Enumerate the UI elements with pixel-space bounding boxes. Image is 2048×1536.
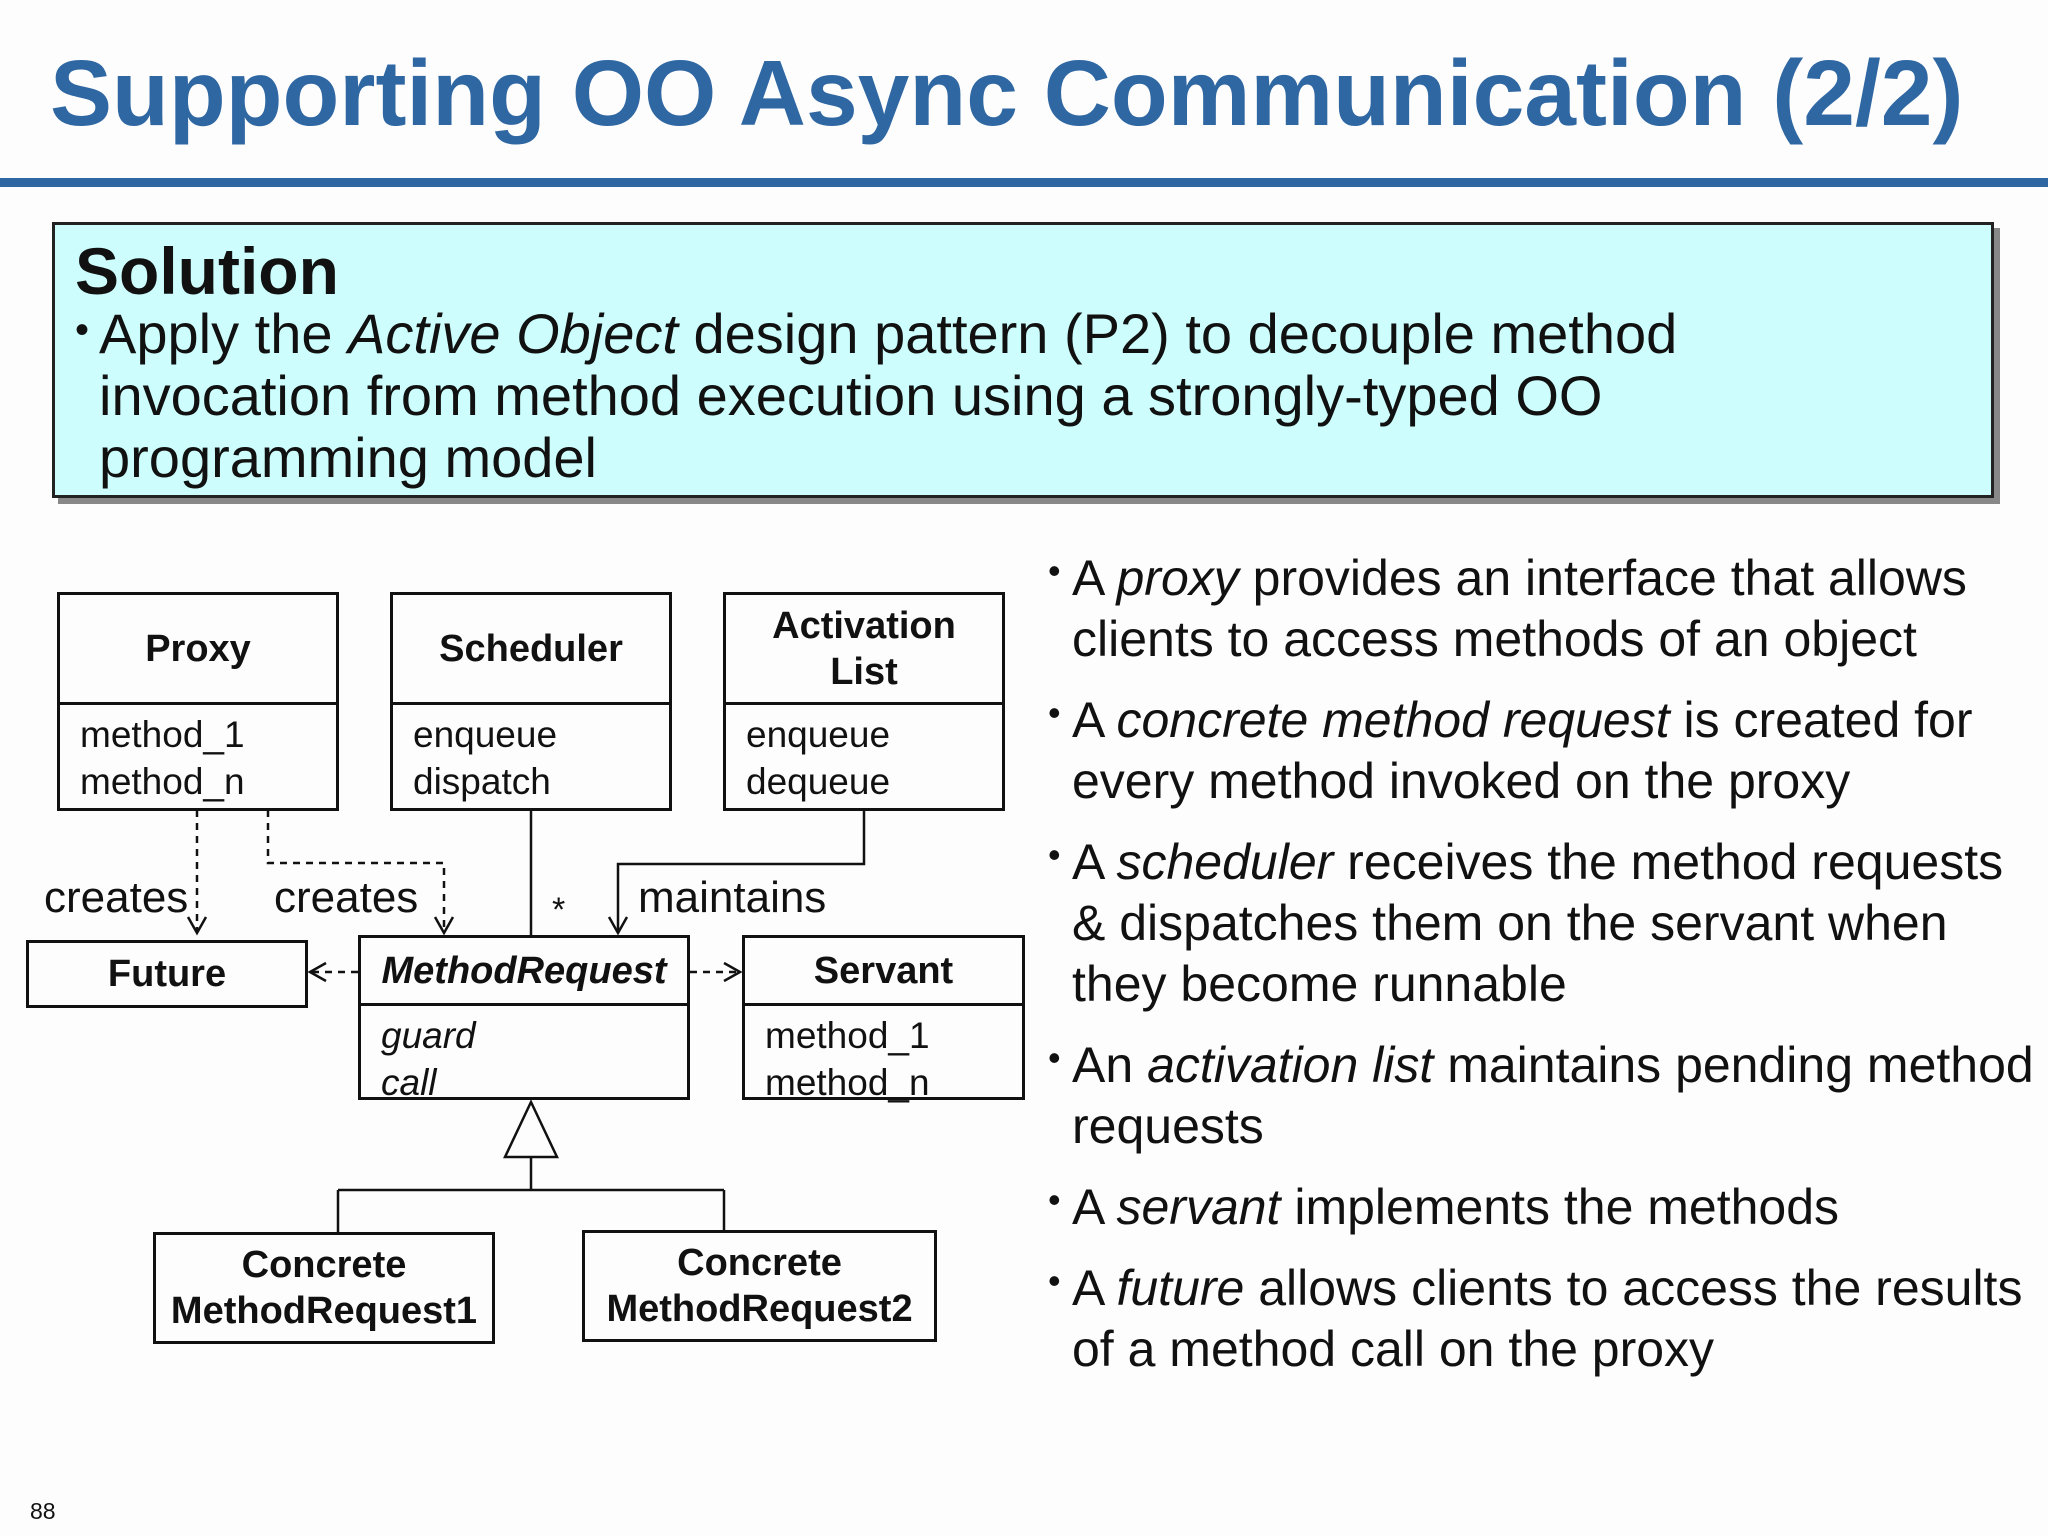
- bullet-dot: •: [1048, 834, 1061, 875]
- concrete-methodrequest1-name: Concrete MethodRequest1: [170, 1244, 478, 1332]
- bullet-servant: • A servant implements the methods: [1048, 1177, 2038, 1238]
- bullet-dot: •: [1048, 550, 1061, 591]
- bullet-post: receives the method requests & dispatche…: [1072, 834, 2004, 1012]
- bullet-post: is created for every method invoked on t…: [1072, 692, 1973, 809]
- creates-label-2: creates: [274, 873, 419, 922]
- activation-list-class-ops: enqueue dequeue: [726, 705, 1002, 811]
- creates-methodrequest-line: [266, 810, 455, 936]
- activation-list-op: dequeue: [746, 761, 891, 802]
- bullet-dot: •: [1048, 692, 1061, 733]
- concrete-methodrequest2-class: Concrete MethodRequest2: [582, 1230, 937, 1342]
- activation-list-class: Activation List enqueue dequeue: [723, 592, 1005, 811]
- bullet-dot: •: [1048, 1179, 1061, 1220]
- bullet-em: concrete method request: [1116, 692, 1670, 748]
- scheduler-class-ops: enqueue dispatch: [393, 705, 669, 811]
- activation-list-class-name: Activation List: [726, 595, 1002, 705]
- active-object-uml-diagram: Proxy method_1 method_n Scheduler enqueu…: [0, 540, 1040, 1370]
- solution-box: Solution •Apply the Active Object design…: [52, 222, 1994, 498]
- solution-text-em: Active Object: [348, 302, 678, 365]
- bullet-pre: A: [1072, 1260, 1117, 1316]
- proxy-class-name: Proxy: [60, 595, 336, 705]
- bullet-scheduler: • A scheduler receives the method request…: [1048, 832, 2038, 1015]
- solution-text-post: design pattern (P2) to decouple method i…: [99, 302, 1678, 489]
- concrete-methodrequest1-class: Concrete MethodRequest1: [153, 1232, 495, 1344]
- bullet-em: activation list: [1147, 1037, 1434, 1093]
- maintains-line: [607, 810, 866, 936]
- bullet-pre: A: [1072, 1179, 1117, 1235]
- proxy-op: method_n: [80, 761, 245, 802]
- bullet-future: • A future allows clients to access the r…: [1048, 1258, 2038, 1380]
- title-underline: [0, 178, 2048, 187]
- inheritance-lines: [336, 1157, 726, 1232]
- methodrequest-class: MethodRequest guard call: [358, 935, 690, 1103]
- bullet-em: servant: [1116, 1179, 1281, 1235]
- servant-class: Servant method_1 method_n: [742, 935, 1025, 1103]
- bullet-em: future: [1116, 1260, 1245, 1316]
- bullet-proxy: • A proxy provides an interface that allo…: [1048, 548, 2038, 670]
- bullet-post: allows clients to access the results of …: [1072, 1260, 2023, 1377]
- slide-title: Supporting OO Async Communication (2/2): [50, 41, 1964, 145]
- bullet-post: maintains pending method requests: [1072, 1037, 2034, 1154]
- methodrequest-class-name: MethodRequest: [361, 938, 687, 1006]
- bullet-em: scheduler: [1116, 834, 1334, 890]
- diagram-connectors: [186, 810, 866, 1232]
- servant-class-name: Servant: [745, 938, 1022, 1006]
- scheduler-op: dispatch: [413, 761, 551, 802]
- servant-class-ops: method_1 method_n: [745, 1006, 1022, 1112]
- bullet-pre: A: [1072, 692, 1117, 748]
- creates-label-1: creates: [44, 873, 189, 922]
- bullet-dot: •: [1048, 1037, 1061, 1078]
- bullet-post: implements the methods: [1280, 1179, 1840, 1235]
- solution-bullet: •Apply the Active Object design pattern …: [75, 302, 1919, 489]
- solution-heading: Solution: [75, 234, 339, 308]
- proxy-class-ops: method_1 method_n: [60, 705, 336, 811]
- methodrequest-op: guard: [381, 1015, 476, 1056]
- multiplicity-label: *: [552, 891, 566, 929]
- servant-op: method_1: [765, 1015, 930, 1056]
- bullet-dot: •: [75, 308, 90, 352]
- proxy-op: method_1: [80, 714, 245, 755]
- future-class-name: Future: [107, 953, 227, 995]
- bullet-pre: A: [1072, 550, 1117, 606]
- activation-list-op: enqueue: [746, 714, 891, 755]
- scheduler-op: enqueue: [413, 714, 558, 755]
- page-number: 88: [30, 1498, 56, 1524]
- scheduler-class-name: Scheduler: [393, 595, 669, 705]
- maintains-label: maintains: [638, 873, 827, 922]
- solution-text-pre: Apply the: [99, 302, 349, 365]
- bullet-pre: A: [1072, 834, 1117, 890]
- bullet-concrete-method-request: • A concrete method request is created fo…: [1048, 690, 2038, 812]
- methodrequest-op: call: [381, 1062, 437, 1103]
- concrete-methodrequest2-name: Concrete MethodRequest2: [606, 1242, 913, 1330]
- scheduler-class: Scheduler enqueue dispatch: [390, 592, 672, 811]
- future-class: Future: [26, 940, 308, 1008]
- bullet-pre: An: [1072, 1037, 1148, 1093]
- proxy-class: Proxy method_1 method_n: [57, 592, 339, 811]
- methodrequest-class-ops: guard call: [361, 1006, 687, 1112]
- bullet-dot: •: [1048, 1260, 1061, 1301]
- bullet-em: proxy: [1116, 550, 1239, 606]
- role-bullet-list: • A proxy provides an interface that allo…: [1048, 548, 2038, 1400]
- servant-op: method_n: [765, 1062, 930, 1103]
- bullet-post: provides an interface that allows client…: [1072, 550, 1967, 667]
- bullet-activation-list: • An activation list maintains pending me…: [1048, 1035, 2038, 1157]
